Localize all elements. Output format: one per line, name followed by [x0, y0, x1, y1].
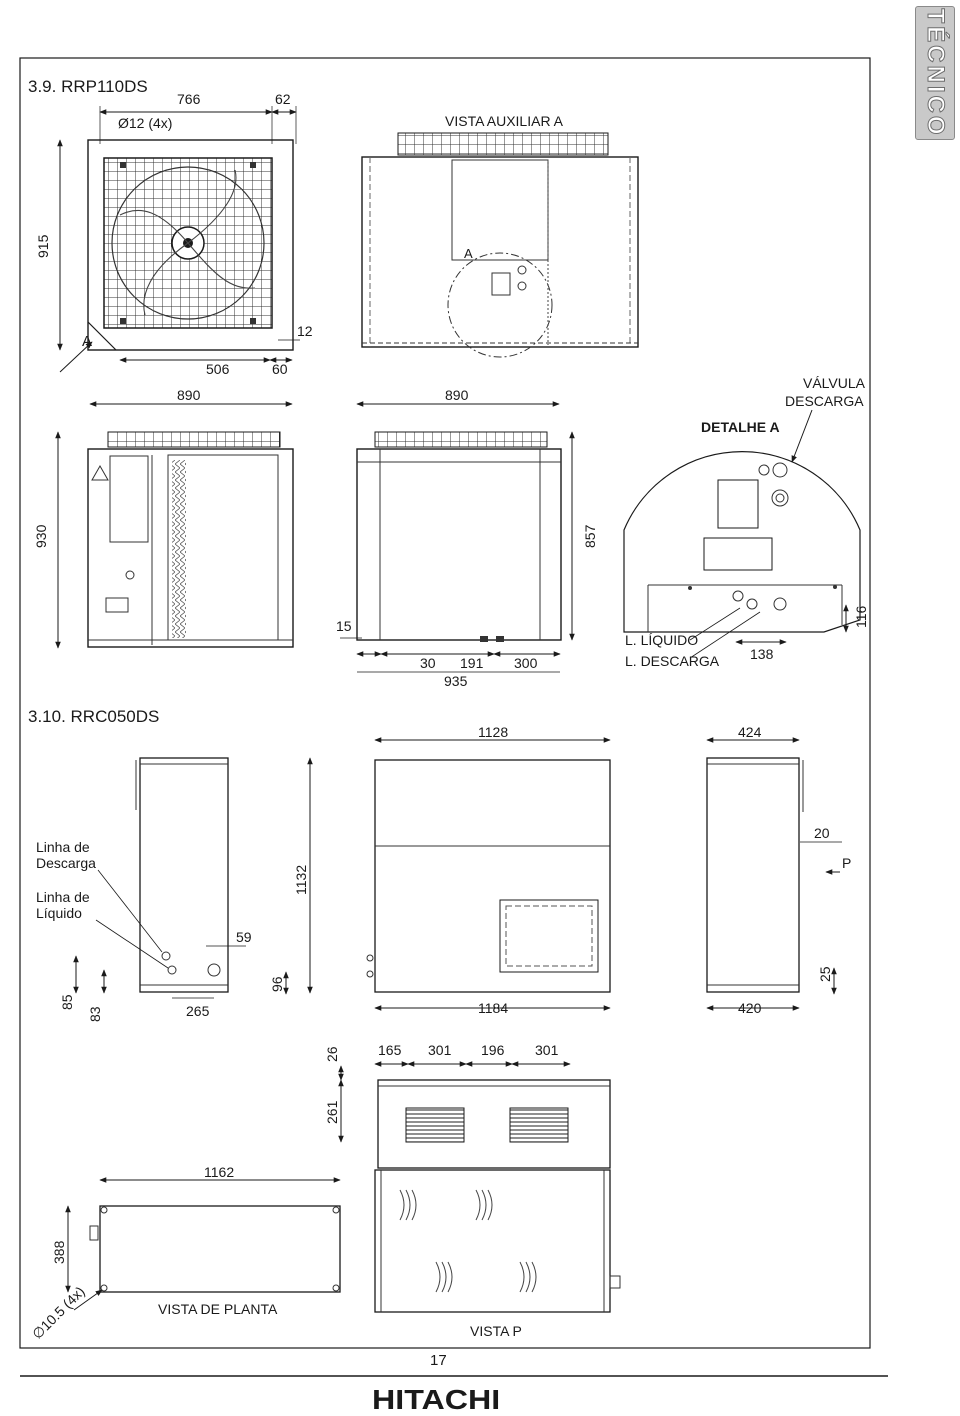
dim-301-b: 301: [535, 1042, 559, 1058]
rrp-top-view: [87, 139, 294, 351]
liquid-line-text-1: Linha de: [36, 889, 90, 905]
dim-388: 388: [51, 1240, 67, 1264]
discharge-line-label: L. DESCARGA: [625, 653, 720, 669]
valve-label-line2: DESCARGA: [785, 393, 864, 409]
rrc-side-view-right: [706, 757, 804, 993]
aux-a-label: A: [464, 246, 473, 261]
rrc-fan-top-view: [377, 1079, 611, 1169]
rrp-aux-view: [361, 132, 639, 358]
plan-view-caption: VISTA DE PLANTA: [158, 1301, 278, 1317]
dim-12: 12: [297, 323, 313, 339]
dim-60: 60: [272, 361, 288, 377]
view-p-caption: VISTA P: [470, 1323, 522, 1339]
dim-890-side: 890: [445, 387, 469, 403]
detail-a-title: DETALHE A: [701, 419, 780, 435]
dim-301-a: 301: [428, 1042, 452, 1058]
dim-165: 165: [378, 1042, 402, 1058]
rrc-side-view-left: [135, 757, 229, 993]
dim-85: 85: [59, 994, 75, 1010]
dim-930: 930: [33, 524, 49, 548]
rrp-section-title: 3.9. RRP110DS: [28, 77, 148, 96]
dim-424: 424: [738, 724, 762, 740]
rrp-front-view: [87, 431, 294, 648]
dim-138: 138: [750, 646, 774, 662]
section-tab: TÉCNICO: [915, 6, 955, 140]
dim-25: 25: [817, 966, 833, 982]
dim-holes-10-5: ∅10.5 (4x): [29, 1283, 88, 1342]
dim-15: 15: [336, 618, 352, 634]
dim-1162: 1162: [204, 1164, 234, 1180]
detail-a-view: [623, 450, 861, 633]
arrow-a-label: A: [82, 333, 92, 350]
dim-96: 96: [269, 976, 285, 992]
dim-420: 420: [738, 1000, 762, 1016]
dim-62: 62: [275, 91, 291, 107]
liquid-line-label: L. LÍQUIDO: [625, 632, 698, 648]
dim-766: 766: [177, 91, 201, 107]
dim-196: 196: [481, 1042, 505, 1058]
liquid-line-text-2: Líquido: [36, 905, 82, 921]
valve-label-line1: VÁLVULA: [803, 375, 866, 391]
dim-506: 506: [206, 361, 230, 377]
drawing-frame: [19, 57, 871, 1349]
dim-935: 935: [444, 673, 468, 689]
dim-59: 59: [236, 929, 252, 945]
aux-view-title: VISTA AUXILIAR A: [445, 113, 564, 129]
dim-191: 191: [460, 655, 484, 671]
rrc-plan-view: [89, 1205, 341, 1293]
dim-857: 857: [582, 524, 598, 548]
dim-265: 265: [186, 1003, 210, 1019]
dim-83: 83: [87, 1006, 103, 1022]
dim-20: 20: [814, 825, 830, 841]
dim-116: 116: [853, 605, 869, 628]
view-p-arrow-label: P: [842, 855, 851, 871]
dim-1132: 1132: [293, 865, 309, 895]
discharge-line-text-2: Descarga: [36, 855, 96, 871]
dim-890-front: 890: [177, 387, 201, 403]
dim-261: 261: [324, 1100, 340, 1124]
dim-1128: 1128: [478, 724, 508, 740]
rrp-side-view: [356, 431, 562, 642]
dim-30: 30: [420, 655, 436, 671]
rrc-view-p: [374, 1169, 621, 1313]
discharge-line-text-1: Linha de: [36, 839, 90, 855]
rrc-front-view: [366, 759, 611, 993]
dim-915: 915: [35, 234, 51, 258]
dim-1184: 1184: [478, 1000, 508, 1016]
dim-26: 26: [324, 1046, 340, 1062]
dim-300: 300: [514, 655, 538, 671]
brand-logo: HITACHI: [372, 1384, 501, 1415]
rrc-section-title: 3.10. RRC050DS: [28, 707, 159, 726]
dim-holes-12: Ø12 (4x): [118, 115, 172, 131]
page-number: 17: [430, 1352, 447, 1369]
